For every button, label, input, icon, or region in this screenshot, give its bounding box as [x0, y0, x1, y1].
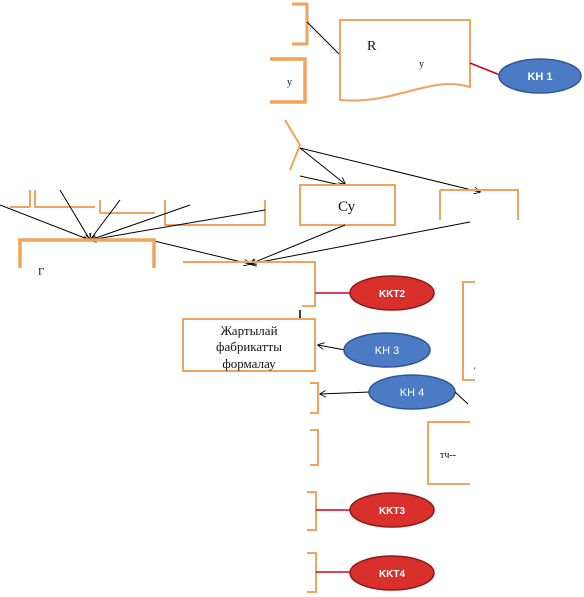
arrow-e-to-g — [90, 209, 266, 240]
right-lower-box-text: тч-- — [440, 450, 456, 461]
su-box-text: Су — [338, 199, 356, 215]
document-box-top — [339, 19, 471, 102]
bottom-left-box-text: Г — [38, 266, 44, 278]
formation-line-2: фабрикатты — [216, 339, 282, 354]
arrow-kn3-to-formation — [318, 345, 346, 351]
arrow-right-to-center — [250, 221, 471, 264]
right-lower-box — [427, 421, 470, 485]
arrow-c-to-g — [90, 199, 121, 240]
top-bracket-box — [292, 2, 309, 46]
brace-shape — [284, 119, 302, 171]
left-partial-box-3 — [99, 200, 155, 214]
center-box — [183, 261, 316, 307]
kkt3-label: KKT3 — [379, 506, 406, 517]
kn1-label: KH 1 — [527, 71, 552, 83]
arrow-brace-to-right — [299, 147, 480, 192]
right-tall-bracket-mark: ' — [474, 366, 476, 376]
kkt3-target-box — [307, 491, 317, 531]
kn4-target-box — [310, 382, 319, 414]
formation-line-3: формалау — [222, 356, 276, 371]
right-tall-bracket — [462, 281, 475, 381]
doc-top-letter: R — [367, 39, 377, 54]
formation-box — [182, 318, 316, 372]
bottom-left-box — [18, 238, 156, 268]
kkt4-label: KKT4 — [379, 569, 406, 580]
arrow-d-to-g — [90, 204, 191, 240]
right-small-box — [439, 189, 519, 220]
left-mid-box — [270, 57, 307, 104]
left-partial-box-2 — [34, 190, 95, 208]
middle-bracket-box — [310, 429, 319, 466]
doc-top-sub: y — [419, 59, 424, 70]
connector-doc-kn1 — [469, 62, 501, 76]
arrow-b-to-g — [59, 189, 90, 240]
connector-top-to-doc — [306, 21, 341, 56]
kkt4-target-box — [307, 552, 317, 593]
control-point-kkt2 — [349, 275, 435, 311]
left-mid-box-text: y — [287, 77, 292, 88]
kn3-label: KH 3 — [375, 345, 399, 357]
arrow-brace-to-su — [299, 147, 345, 184]
control-point-kkt4 — [349, 555, 435, 591]
kn4-label: KH 4 — [400, 387, 424, 399]
arrow-kn4-to-box — [320, 392, 371, 394]
control-point-kn3 — [343, 332, 431, 368]
arrow-a-to-g — [0, 204, 90, 240]
connector-kn4-right — [454, 391, 469, 405]
su-box — [299, 184, 396, 226]
control-point-kn1 — [498, 58, 582, 94]
left-partial-box-4 — [164, 200, 266, 226]
arrow-g-to-center — [149, 239, 250, 264]
left-partial-box-1 — [10, 190, 31, 208]
control-point-kkt3 — [349, 492, 435, 528]
arrow-su-to-center — [250, 224, 346, 264]
kkt2-label: KKT2 — [379, 289, 406, 300]
formation-line-1: Жартылай — [220, 323, 277, 338]
